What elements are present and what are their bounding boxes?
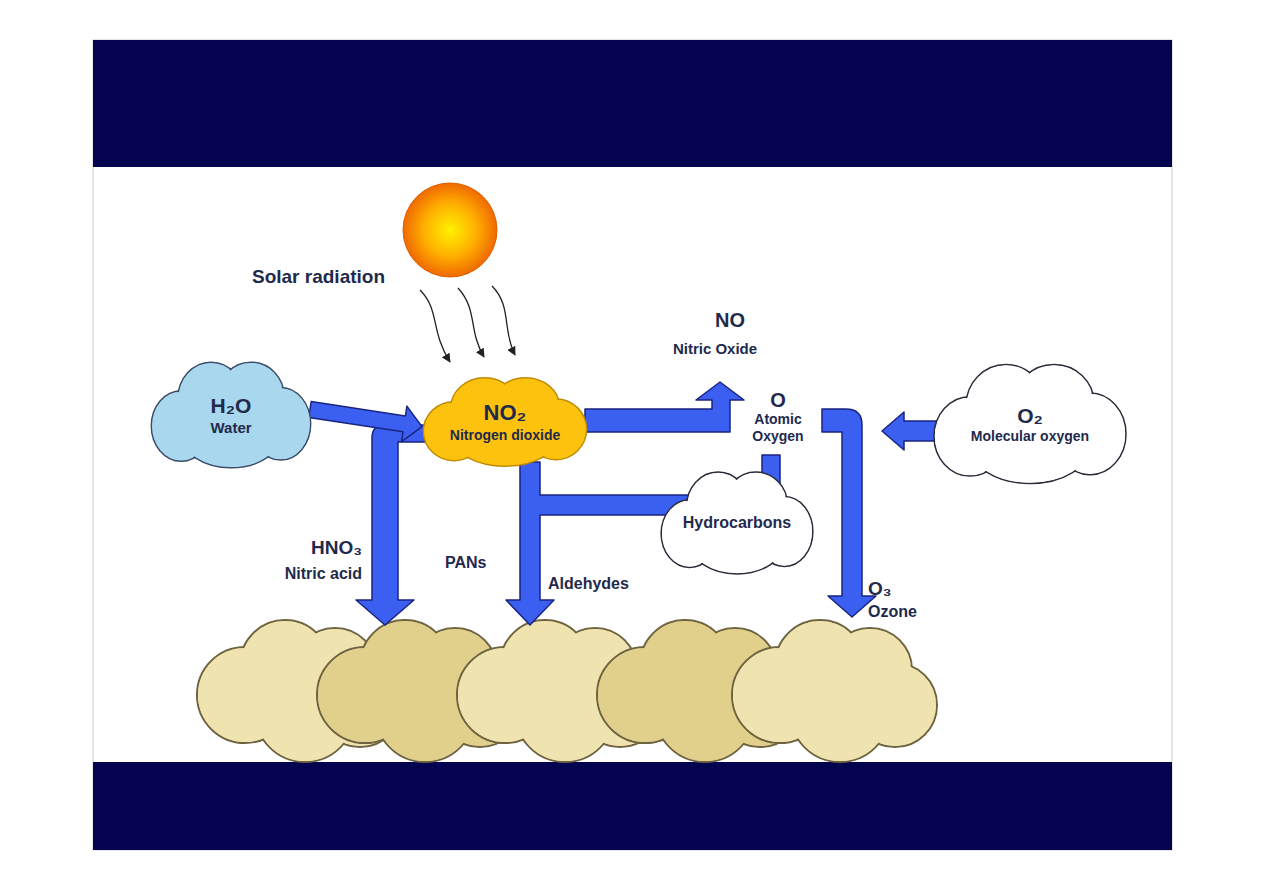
sun	[403, 183, 497, 277]
node-text: Molecular oxygen	[971, 428, 1089, 445]
cloud-node: H₂OWater	[148, 360, 314, 470]
chem-label: NO	[700, 308, 760, 332]
node-heading: Hydrocarbons	[683, 513, 791, 532]
cloud-node: NO₂Nitrogen dioxide	[420, 376, 590, 468]
top-band	[93, 40, 1172, 167]
cloud-node: Hydrocarbons	[658, 470, 816, 576]
bottom-band	[93, 762, 1172, 850]
cloud-node: O₂Molecular oxygen	[930, 362, 1130, 486]
node-heading: H₂O	[211, 393, 252, 418]
radiation-rays	[420, 286, 515, 362]
chem-label: HNO₃	[311, 537, 362, 560]
chem-label: Aldehydes	[548, 574, 629, 593]
chem-label: Atomic Oxygen	[743, 411, 813, 445]
node-text: Nitrogen dioxide	[450, 427, 560, 444]
chem-label: Solar radiation	[252, 266, 385, 289]
node-heading: O₂	[1017, 403, 1043, 428]
chem-label: Nitric Oxide	[650, 340, 780, 358]
reaction-pipes	[356, 382, 944, 625]
node-text: Water	[210, 419, 251, 437]
reaction-arrow	[309, 402, 422, 442]
smog-clouds	[197, 620, 937, 762]
chem-label: Nitric acid	[285, 564, 362, 583]
chem-label: O	[758, 388, 798, 412]
slide-panel	[93, 40, 1172, 850]
chem-label: Ozone	[868, 602, 917, 621]
chem-label: PANs	[445, 553, 487, 572]
chem-label: O₃	[868, 578, 892, 601]
node-heading: NO₂	[484, 400, 527, 426]
